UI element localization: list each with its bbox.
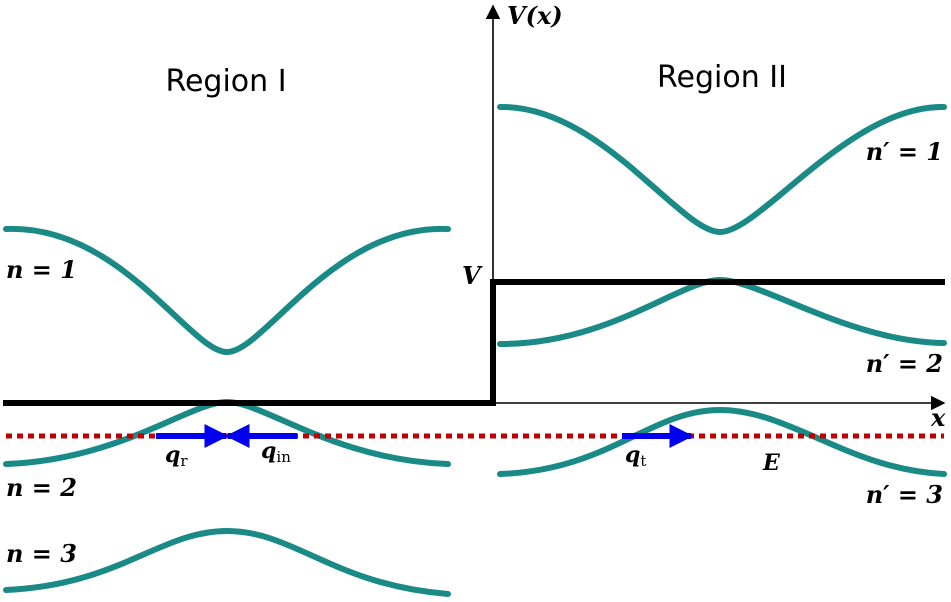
label-left-n2: n = 2 bbox=[6, 473, 77, 502]
band-right-n2 bbox=[497, 276, 947, 347]
potential-step bbox=[3, 279, 945, 406]
step-height-label: V bbox=[462, 261, 483, 290]
label-left-n1: n = 1 bbox=[6, 255, 77, 284]
x-axis-label: x bbox=[930, 403, 946, 432]
band-right-n3 bbox=[497, 406, 947, 477]
incident-wavevector-label: qin bbox=[261, 438, 291, 466]
region-one-title: Region I bbox=[165, 64, 286, 99]
energy-label: E bbox=[762, 450, 781, 476]
band-left-n2 bbox=[3, 398, 451, 467]
y-axis-label: V(x) bbox=[507, 1, 563, 30]
label-left-n3: n = 3 bbox=[6, 539, 77, 568]
reflected-wavevector-label: qr bbox=[165, 442, 188, 470]
transmitted-wavevector-label: qt bbox=[625, 442, 646, 470]
region-two-title: Region II bbox=[657, 60, 787, 95]
band-right-n1 bbox=[497, 103, 947, 236]
band-left-n3 bbox=[3, 527, 451, 597]
label-right-n2: n′ = 2 bbox=[866, 349, 943, 378]
label-right-n3: n′ = 3 bbox=[866, 480, 943, 509]
label-right-n1: n′ = 1 bbox=[866, 137, 943, 166]
band-left-n1 bbox=[3, 225, 451, 356]
